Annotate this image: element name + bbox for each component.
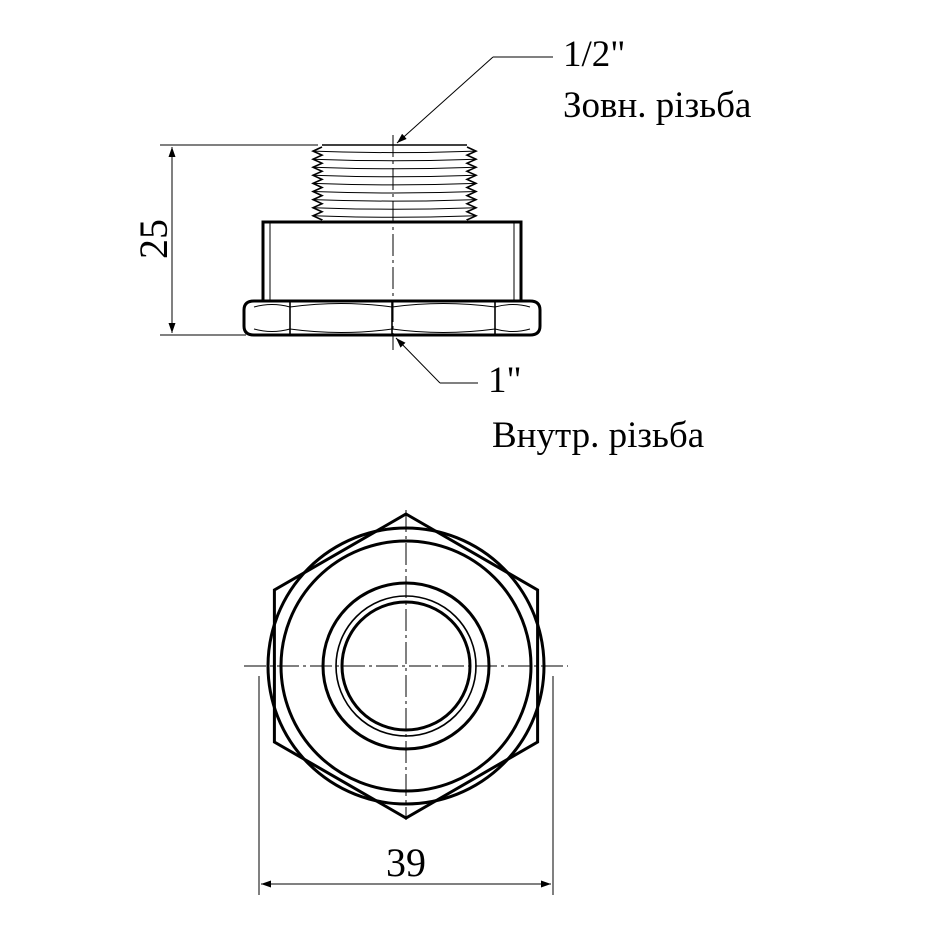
hex-bottom-arc <box>289 328 496 333</box>
thread-crest-6 <box>312 191 477 194</box>
thread-crest-9 <box>312 215 477 218</box>
male-thread <box>311 144 478 221</box>
body-cylinder <box>261 220 523 303</box>
front-view: 39 <box>244 510 568 895</box>
leader-top: 1/2" Зовн. різьба <box>396 34 751 144</box>
thread-left-profile <box>311 146 324 221</box>
dimension-width: 39 <box>258 676 554 895</box>
dimension-height-value: 25 <box>131 219 176 259</box>
thread-crest-2 <box>312 158 477 162</box>
thread-crest-1 <box>312 150 477 154</box>
leader-bottom-arrow <box>395 337 441 384</box>
top-thread-type: Зовн. різьба <box>563 85 751 126</box>
hex-top-arc <box>289 303 496 308</box>
dimension-height: 25 <box>131 144 318 336</box>
thread-right-profile <box>465 146 478 221</box>
hex-corner-arcs <box>253 304 531 332</box>
leader-top-arrow <box>396 56 494 144</box>
thread-crest-3 <box>312 166 477 170</box>
dimension-width-value: 39 <box>386 840 426 885</box>
thread-crest-7 <box>312 199 477 202</box>
bottom-thread-type: Внутр. різьба <box>492 415 704 456</box>
thread-crest-8 <box>312 207 477 210</box>
thread-crest-4 <box>312 174 477 178</box>
hex-nut-side <box>242 299 542 337</box>
bottom-thread-size: 1" <box>488 360 522 401</box>
top-thread-size: 1/2" <box>563 34 625 75</box>
leader-bottom: 1" Внутр. різьба <box>395 337 704 456</box>
side-view: 25 1/2" Зовн. різьба 1" Внутр. різьба <box>131 34 751 456</box>
thread-crest-5 <box>312 182 477 186</box>
thread-crest-lines <box>312 150 477 218</box>
hex-nut-outline <box>242 299 542 337</box>
